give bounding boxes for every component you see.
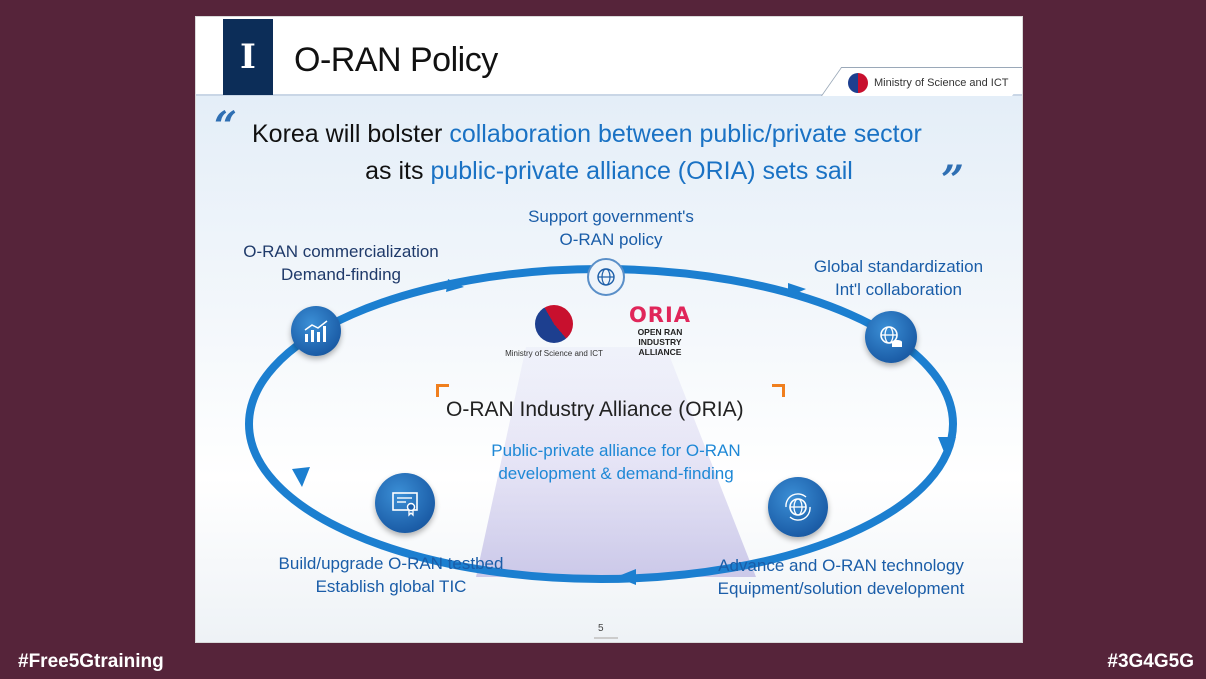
headline-2-plain: as its	[365, 157, 431, 185]
globe-database-icon	[880, 326, 902, 347]
caption-top-right-line1: Global standardization	[813, 257, 984, 276]
caption-top-right: Global standardization Int'l collaborati…	[796, 255, 1001, 301]
commercialization-node	[291, 306, 341, 356]
oria-logo-line2: INDUSTRY	[638, 337, 682, 347]
oria-logo-line1: OPEN RAN	[637, 327, 683, 337]
government-policy-node	[587, 258, 625, 296]
close-quote-icon: ”	[941, 157, 965, 204]
standardization-node	[865, 311, 917, 363]
msit-logo: Ministry of Science and ICT	[494, 305, 614, 358]
globe-refresh-icon	[785, 493, 811, 521]
caption-bottom-left-line2: Establish global TIC	[315, 577, 467, 596]
msit-logo-label: Ministry of Science and ICT	[505, 349, 603, 358]
headline-1-plain: Korea will bolster	[252, 120, 450, 148]
technology-node	[768, 477, 828, 537]
korea-emblem-icon	[848, 73, 868, 93]
caption-bottom-left: Build/upgrade O-RAN testbed Establish gl…	[256, 552, 526, 598]
ministry-header-label: Ministry of Science and ICT	[874, 77, 1009, 89]
page-number: 5	[598, 623, 604, 634]
hashtag-left: #Free5Gtraining	[18, 651, 164, 672]
presentation-slide: I O-RAN Policy Ministry of Science and I…	[196, 17, 1022, 642]
oria-logo-line3: ALLIANCE	[638, 347, 682, 357]
caption-bottom-left-line1: Build/upgrade O-RAN testbed	[278, 554, 504, 573]
headline-line-2: as its public-private alliance (ORIA) se…	[196, 157, 1022, 186]
headline-2-highlight: public-private alliance (ORIA) sets sail	[430, 157, 853, 185]
ring-arrow-right	[938, 437, 956, 457]
hashtag-right: #3G4G5G	[1107, 651, 1194, 672]
alliance-desc-line1: Public-private alliance for O-RAN	[491, 441, 741, 460]
oria-logo: ORIA OPEN RAN INDUSTRY ALLIANCE	[622, 303, 698, 357]
oria-logo-mark: ORIA	[628, 303, 692, 327]
ring-arrow-left	[292, 467, 310, 487]
ring-arrow-top-left	[446, 279, 464, 292]
ministry-header-logo: Ministry of Science and ICT	[848, 73, 1009, 93]
certificate-icon	[392, 492, 418, 517]
title-divider	[196, 94, 1022, 96]
caption-bottom-right-line2: Equipment/solution development	[717, 579, 965, 598]
ring-arrow-bottom	[616, 569, 636, 585]
open-quote-icon: “	[214, 103, 238, 150]
ring-arrow-top-right	[788, 283, 806, 297]
headline-line-1: Korea will bolster collaboration between…	[232, 120, 1012, 149]
alliance-description: Public-private alliance for O-RAN develo…	[456, 439, 776, 485]
slide-title: O-RAN Policy	[294, 41, 498, 79]
section-number-badge: I	[223, 19, 273, 95]
caption-top-right-line2: Int'l collaboration	[834, 280, 963, 299]
center-light-beam	[476, 347, 756, 577]
alliance-title: O-RAN Industry Alliance (ORIA)	[446, 398, 744, 421]
title-corner-left	[436, 384, 449, 397]
caption-bottom-right-line1: Advance and O-RAN technology	[718, 556, 964, 575]
caption-top-left-line2: Demand-finding	[280, 265, 401, 284]
caption-top-line1: Support government's	[528, 207, 694, 226]
caption-bottom-right: Advance and O-RAN technology Equipment/s…	[691, 554, 991, 600]
headline-1-highlight: collaboration between public/private sec…	[449, 120, 922, 148]
caption-top-left-line1: O-RAN commercialization	[243, 242, 439, 261]
caption-top-left: O-RAN commercialization Demand-finding	[226, 240, 456, 286]
globe-network-icon	[597, 268, 615, 286]
testbed-node	[375, 473, 435, 533]
alliance-desc-line2: development & demand-finding	[498, 464, 734, 483]
caption-top-line2: O-RAN policy	[559, 230, 663, 249]
analytics-chart-icon	[304, 320, 328, 342]
caption-top: Support government's O-RAN policy	[516, 205, 706, 251]
title-corner-right	[772, 384, 785, 397]
korea-emblem-icon	[535, 305, 573, 343]
page-indicator-bar	[594, 637, 618, 639]
